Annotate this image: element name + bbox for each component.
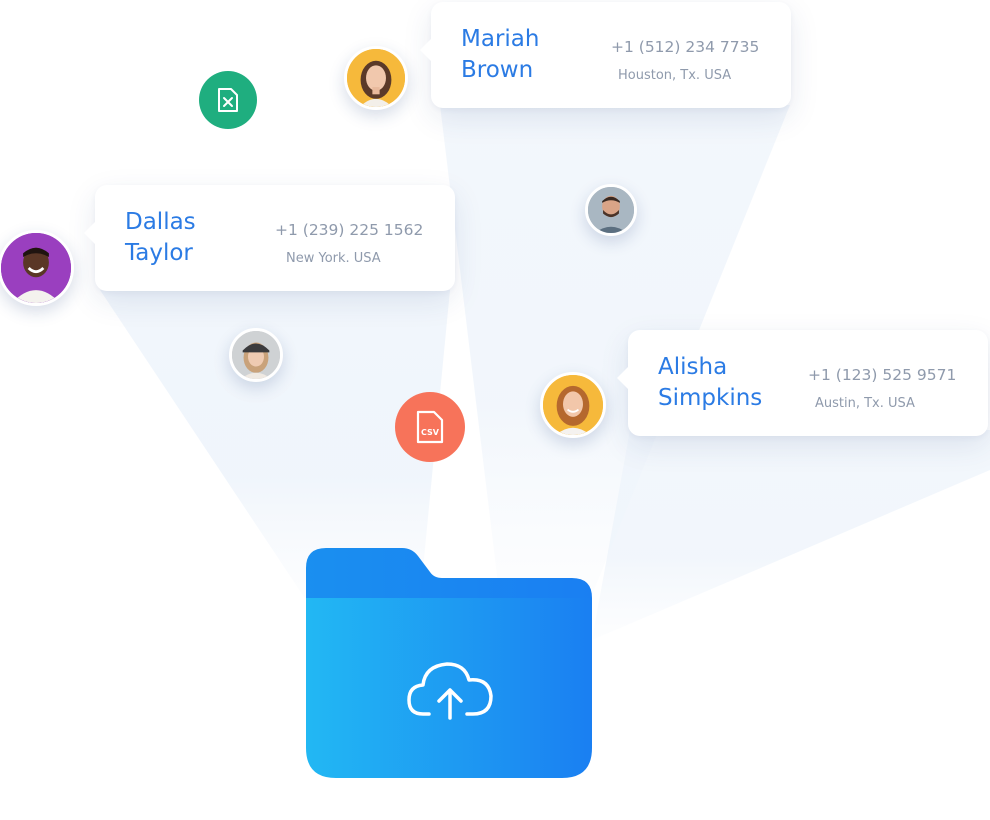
contact-card-dallas-taylor[interactable]: Dallas Taylor +1 (239) 225 1562 New York…	[84, 185, 455, 291]
upload-folder[interactable]	[306, 546, 592, 778]
contact-last-name: Brown	[461, 57, 534, 83]
avatar-alisha-simpkins[interactable]	[540, 372, 606, 438]
contact-card-alisha-simpkins[interactable]: Alisha Simpkins +1 (123) 525 9571 Austin…	[617, 330, 988, 436]
contact-phone: +1 (123) 525 9571	[808, 366, 957, 384]
contact-name: Mariah Brown	[461, 24, 601, 86]
contact-name: Dallas Taylor	[125, 207, 265, 269]
person-portrait-icon	[1, 233, 71, 303]
contact-location: Houston, Tx. USA	[618, 68, 732, 83]
contact-first-name: Dallas	[125, 209, 196, 235]
csv-file-label: CSV	[421, 428, 440, 437]
person-portrait-icon	[347, 49, 405, 107]
folder-icon	[306, 548, 592, 778]
excel-file-badge[interactable]	[199, 71, 257, 129]
csv-file-icon: CSV	[416, 410, 444, 444]
contact-first-name: Mariah	[461, 26, 540, 52]
contact-last-name: Taylor	[125, 240, 193, 266]
avatar-mariah-brown[interactable]	[344, 46, 408, 110]
contact-last-name: Simpkins	[658, 385, 763, 411]
person-portrait-icon	[543, 375, 603, 435]
csv-file-badge[interactable]: CSV	[395, 392, 465, 462]
contact-phone: +1 (512) 234 7735	[611, 38, 760, 56]
contact-location: New York. USA	[286, 251, 381, 266]
contact-first-name: Alisha	[658, 354, 728, 380]
avatar-woman-beanie[interactable]	[229, 328, 283, 382]
contact-name: Alisha Simpkins	[658, 352, 798, 414]
contact-card-mariah-brown[interactable]: Mariah Brown +1 (512) 234 7735 Houston, …	[420, 2, 791, 108]
person-portrait-icon	[232, 331, 280, 379]
person-portrait-icon	[588, 187, 634, 233]
cloud-upload-icon	[407, 662, 493, 720]
excel-file-icon	[218, 88, 238, 112]
avatar-man-beard[interactable]	[585, 184, 637, 236]
contact-phone: +1 (239) 225 1562	[275, 221, 424, 239]
contact-location: Austin, Tx. USA	[815, 396, 915, 411]
avatar-dallas-taylor[interactable]	[0, 230, 74, 306]
